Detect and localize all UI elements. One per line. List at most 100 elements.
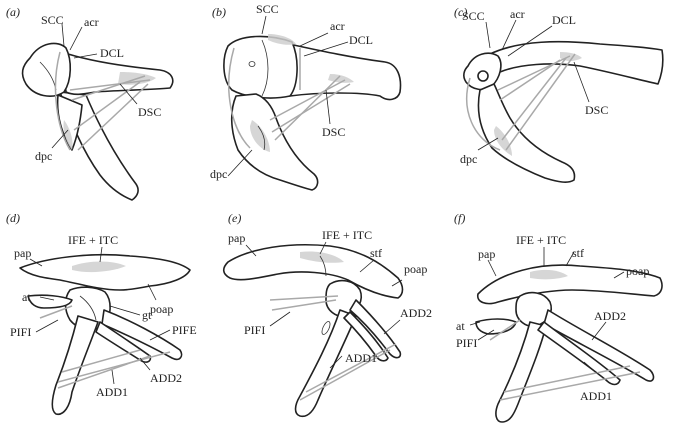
panel-e-muscle-line-1 (269, 295, 339, 301)
panel-a-muscle-line-3 (71, 75, 146, 101)
panel-e-label-stf: stf (370, 246, 382, 260)
panel-a-scapula (61, 51, 174, 96)
panel-f-muscle-line-2 (503, 365, 631, 393)
panel-c-muscle-line-4 (501, 57, 567, 141)
panel-b-ptr-scc (261, 15, 267, 35)
panel-d-ptr-poap (147, 283, 157, 301)
panel-e-label-pifi: PIFI (244, 323, 265, 337)
panel-b-muscle-line-4 (271, 83, 351, 133)
panel-d-label-pifi: PIFI (10, 325, 31, 339)
panel-e-ischium (343, 311, 389, 362)
panel-c-label-scc: SCC (462, 9, 485, 23)
panel-e-label-ife-itc: IFE + ITC (322, 228, 372, 242)
panel-f-ptr-add2 (591, 321, 607, 341)
panel-a-dpc-attachment (63, 120, 73, 150)
panel-e-label-pap: pap (228, 231, 245, 245)
panel-b-foramen (248, 61, 256, 67)
panel-b-muscle-line-1 (228, 47, 251, 149)
panel-a: (a) SCC acr DCL DSC dpc (6, 5, 174, 201)
panel-a-label-dcl: DCL (100, 46, 124, 60)
panel-c-ptr-scc (485, 21, 491, 49)
panel-d-label-ife-itc: IFE + ITC (68, 233, 118, 247)
panel-d-ptr-add2 (139, 357, 151, 371)
panel-f-ptr-stf (565, 251, 575, 267)
panel-f-ife-itc-attachment (530, 269, 568, 280)
panel-c-glenoid (477, 70, 489, 82)
panel-a-ptr-dcl (73, 53, 98, 59)
panel-f-pubis (543, 309, 655, 382)
panel-e-ptr-pifi (269, 311, 291, 327)
panel-d-ptr-pifi (35, 319, 59, 333)
panel-b-label-scc: SCC (256, 2, 279, 16)
panel-d-ptr-ife-itc (99, 246, 103, 263)
panel-d-label-pife: PIFE (172, 323, 197, 337)
panel-f-ptr-pifi (477, 329, 495, 341)
panel-b-ptr-dsc (325, 89, 331, 125)
panel-e-femur-foramen (321, 321, 331, 335)
panel-d-ptr-gt (109, 305, 141, 316)
panel-e-ilium (222, 243, 404, 299)
panel-e-ptr-stf (359, 259, 375, 273)
panel-a-ptr-dsc (119, 83, 138, 105)
panel-f: (f) pap IFE + ITC stf poap at ADD2 PIFI … (454, 211, 663, 423)
panel-a-label-scc: SCC (41, 13, 64, 27)
panel-e-pubis (349, 299, 402, 359)
panel-b-muscle-line-3 (269, 79, 346, 121)
panel-c-label-dcl: DCL (552, 13, 576, 27)
panel-a-muscle-line-5 (77, 83, 149, 151)
panel-c-label: (c) (454, 5, 467, 19)
panel-d-ptr-add1 (111, 369, 115, 385)
panel-c-scapula (489, 40, 664, 85)
panel-a-label-dsc: DSC (138, 105, 161, 119)
panel-f-ptr-at (469, 321, 481, 326)
panel-d-ptr-pife (149, 329, 171, 341)
panel-f-label-add1: ADD1 (580, 389, 612, 403)
panel-a-label-acr: acr (84, 15, 99, 29)
panel-e-muscle-line-4 (305, 343, 397, 393)
panel-e: (e) pap IFE + ITC stf poap PIFI ADD2 ADD… (222, 211, 432, 418)
panel-f-muscle-line-3 (489, 319, 521, 341)
panel-d-ischium (95, 321, 152, 363)
panel-b-label: (b) (212, 5, 226, 19)
panel-e-ptr-add1 (329, 355, 343, 369)
panel-f-ptr-pap (487, 259, 497, 277)
panel-d-ilium (19, 253, 191, 291)
panel-e-ptr-poap (391, 279, 403, 287)
panel-f-label: (f) (454, 211, 465, 225)
panel-f-label-stf: stf (572, 246, 584, 260)
panel-e-label-add1: ADD1 (345, 351, 377, 365)
panel-f-muscle-line-1 (499, 371, 641, 401)
panel-e-ptr-add2 (383, 319, 401, 335)
panel-c-ptr-dpc (477, 137, 499, 151)
panel-b-ptr-dcl (303, 41, 349, 57)
panel-c-ptr-dcl (507, 25, 553, 57)
panel-e-ilium-groove (319, 255, 327, 277)
panel-c-label-acr: acr (510, 7, 525, 21)
panel-e-ptr-pap (245, 244, 257, 257)
panel-e-muscle-line-3 (299, 349, 391, 401)
panel-d-muscle-line-4 (39, 305, 73, 319)
panel-b-humerus-groove (257, 125, 266, 151)
panel-f-label-poap: poap (626, 264, 649, 278)
panel-a-ptr-dpc (51, 129, 69, 149)
panel-d-muscle-line-1 (57, 351, 171, 383)
panel-d-label: (d) (6, 211, 20, 225)
panel-f-label-at: at (456, 319, 465, 333)
panel-c-muscle-line-5 (505, 53, 576, 151)
panel-b-coracoid (223, 35, 298, 99)
panel-b-coracoid-edge (261, 39, 269, 97)
panel-c-label-dsc: DSC (585, 103, 608, 117)
panel-f-label-pifi: PIFI (456, 336, 477, 350)
panel-c: (c) SCC acr DCL DSC dpc (454, 5, 664, 183)
panel-a-label: (a) (6, 5, 20, 19)
panel-d-label-gt: gt (142, 308, 152, 322)
panel-c-humerus (477, 83, 576, 183)
panel-b-label-acr: acr (330, 19, 345, 33)
panel-b: (b) SCC acr DCL DSC dpc (210, 2, 402, 191)
panel-f-label-ife-itc: IFE + ITC (516, 233, 566, 247)
panel-d-muscle-line-2 (57, 355, 151, 389)
panel-b-label-dsc: DSC (322, 125, 345, 139)
panel-d-label-poap: poap (150, 302, 173, 316)
panel-b-label-dpc: dpc (210, 167, 227, 181)
